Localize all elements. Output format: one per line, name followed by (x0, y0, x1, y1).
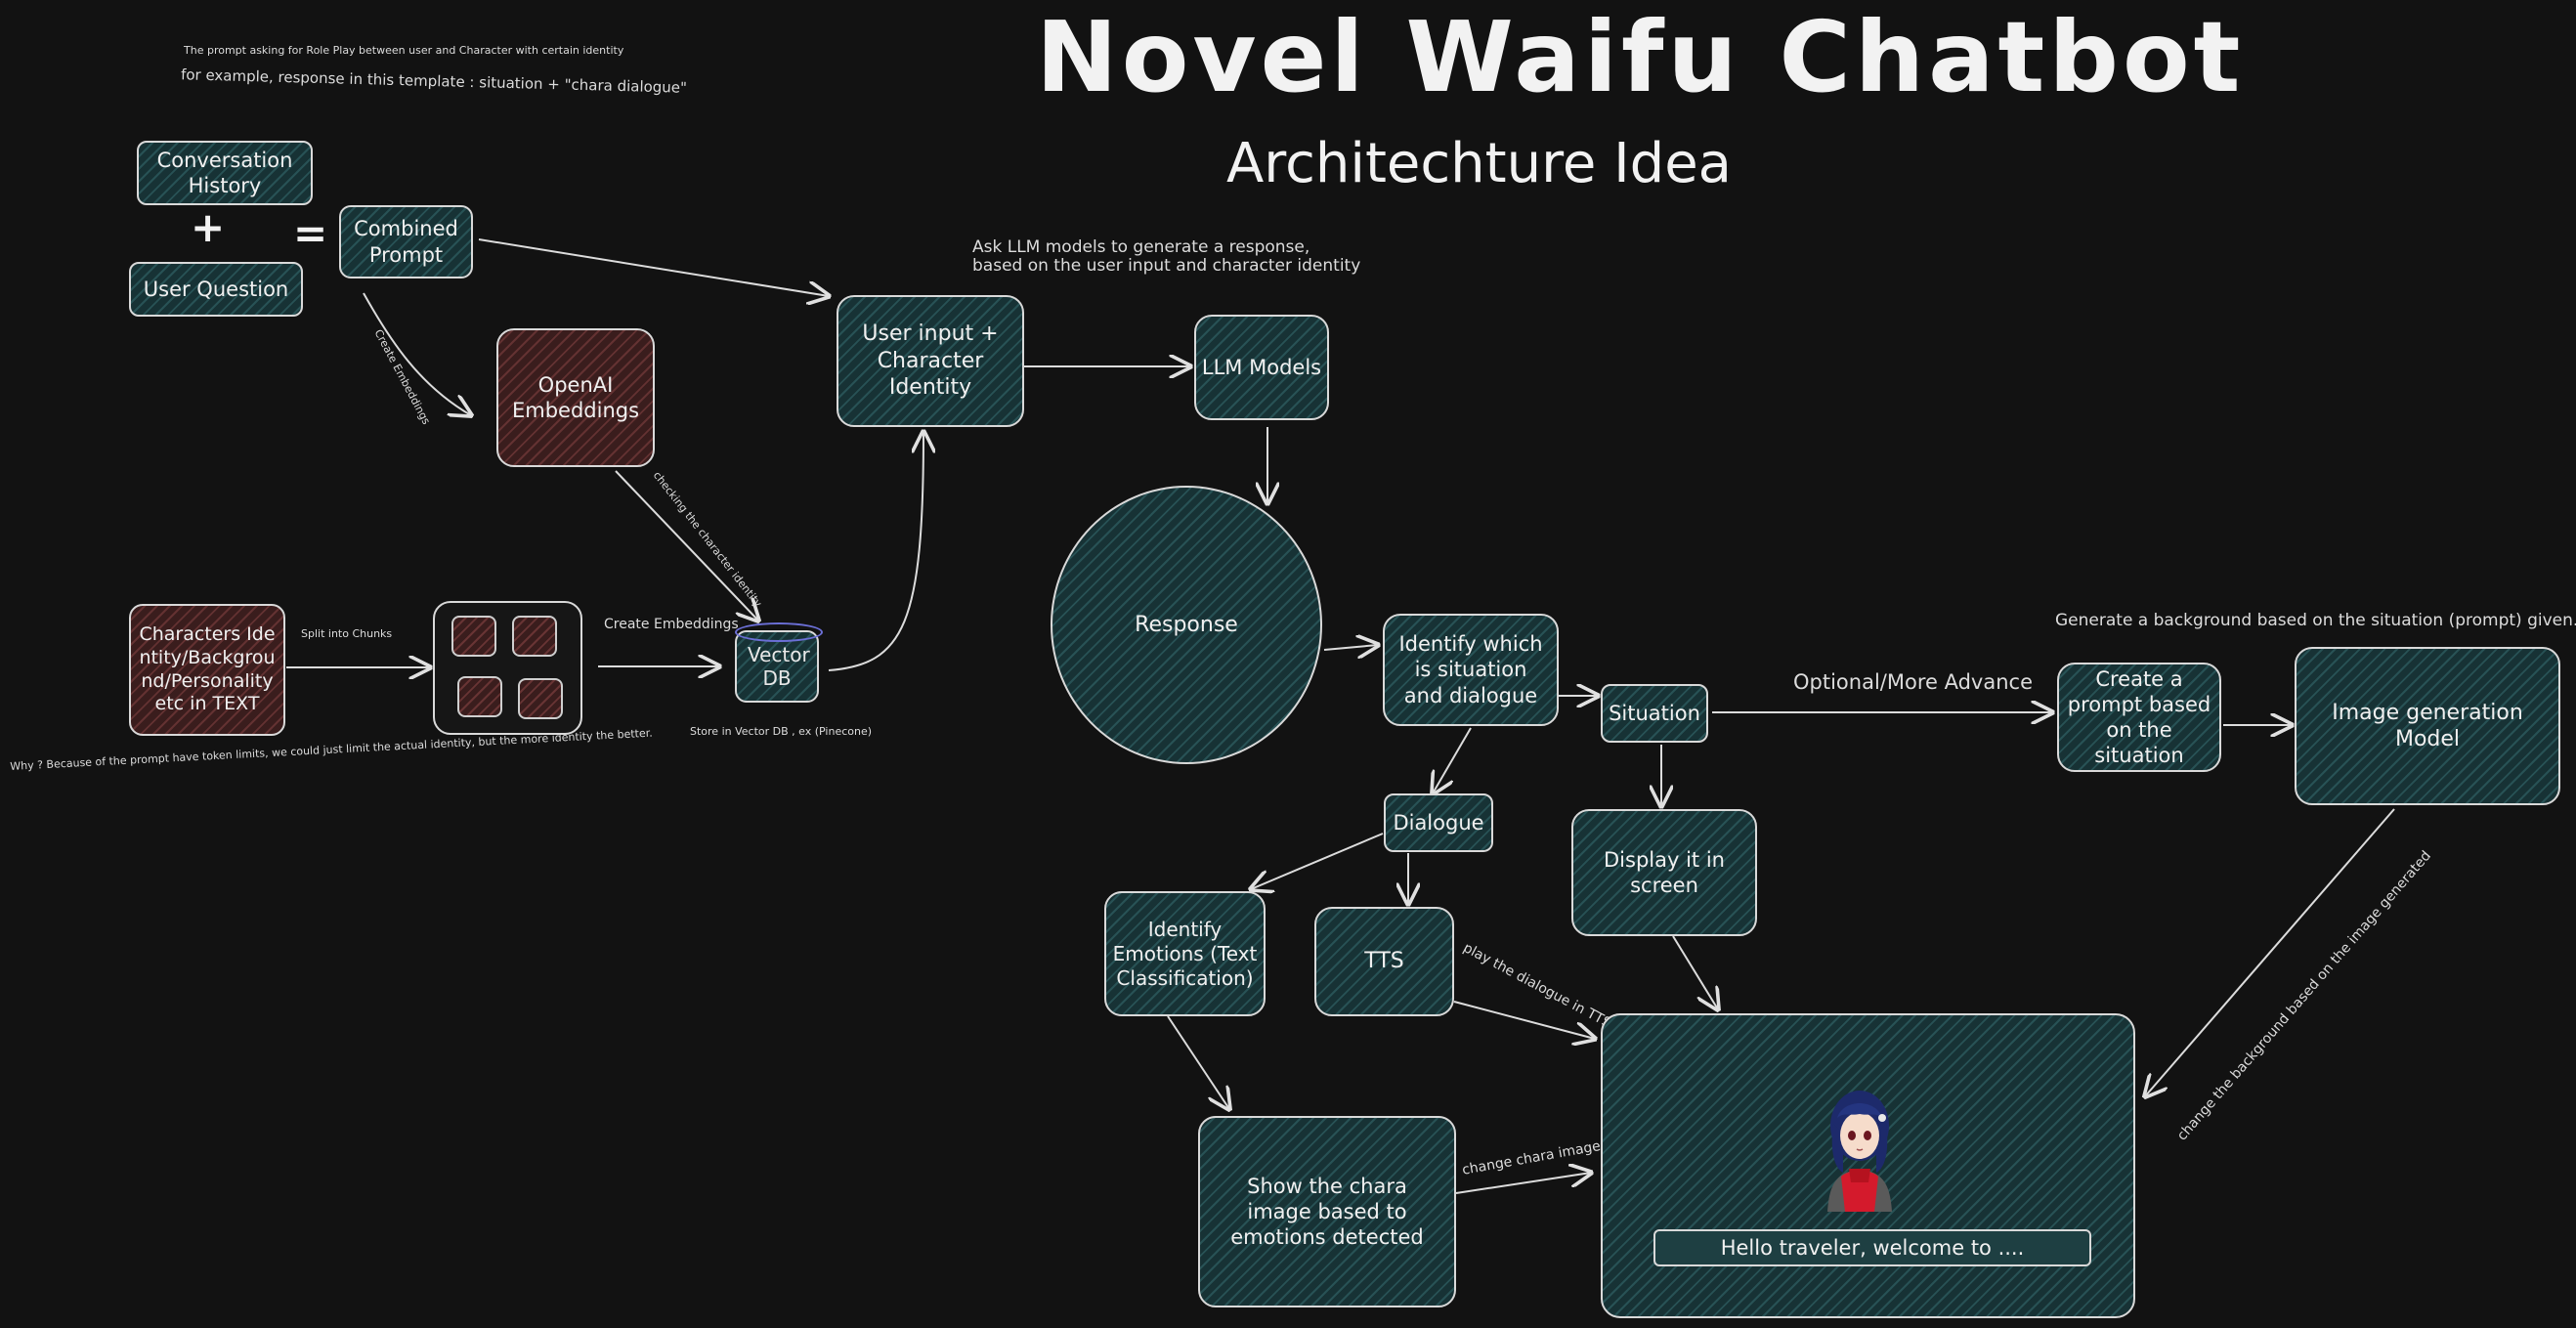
node-user-question: User Question (129, 262, 303, 317)
character-sprite-image (1827, 1091, 1892, 1212)
note-generate-background: Generate a background based on the situa… (2055, 611, 2576, 630)
diagram-title: Novel Waifu Chatbot (1036, 0, 2245, 114)
equals-operator: = (293, 209, 328, 257)
arrow-show-to-screen (1455, 1173, 1591, 1194)
node-openai-embeddings: OpenAI Embeddings (496, 328, 655, 467)
node-display-screen: Display it in screen (1571, 809, 1757, 936)
arrow-tts-to-screen (1453, 1001, 1595, 1039)
arrow-dialogue-to-emotions (1251, 833, 1384, 889)
node-identify-situation-dialogue: Identify which is situation and dialogue (1383, 614, 1559, 726)
plus-operator: + (191, 203, 226, 251)
vector-db-label: Vector DB (748, 643, 810, 690)
db-cylinder-top (735, 622, 823, 642)
node-conversation-history: Conversation History (137, 141, 313, 205)
node-response: Response (1051, 486, 1322, 764)
chunk-4 (518, 678, 563, 719)
arrow-response-to-identify (1323, 645, 1378, 650)
node-user-input-identity: User input + Character Identity (837, 295, 1024, 427)
note-split-chunks: Split into Chunks (301, 627, 393, 640)
arrow-display-to-screen (1672, 935, 1718, 1009)
arrow-prompt-to-embeddings (363, 292, 471, 415)
note-ask-llm-2: based on the user input and character id… (972, 256, 1361, 276)
node-create-prompt: Create a prompt based on the situation (2057, 663, 2221, 772)
dialog-text-bar: Hello traveler, welcome to .... (1653, 1229, 2091, 1266)
arrow-emotions-to-show (1167, 1015, 1229, 1109)
node-combined-prompt: Combined Prompt (339, 205, 473, 278)
node-characters-identity: Characters Identity/Background/Personali… (129, 604, 285, 736)
node-dialogue: Dialogue (1384, 793, 1493, 852)
arrow-identify-to-dialogue (1433, 727, 1472, 793)
diagram-subtitle: Architechture Idea (1226, 132, 1732, 195)
node-show-chara-image: Show the chara image based to emotions d… (1198, 1116, 1456, 1307)
arrow-imagegen-to-screen (2145, 808, 2395, 1096)
note-store-vector: Store in Vector DB , ex (Pinecone) (690, 725, 873, 738)
arrow-prompt-to-userinput (478, 238, 829, 296)
node-tts: TTS (1314, 907, 1454, 1016)
chunk-1 (451, 616, 496, 657)
node-situation: Situation (1601, 684, 1708, 743)
node-image-generation-model: Image generation Model (2295, 647, 2560, 805)
arrow-embeddings-to-db (615, 470, 758, 621)
screen-preview (1601, 1013, 2135, 1318)
node-llm-models: LLM Models (1194, 315, 1329, 420)
arrow-db-to-userinput (828, 432, 923, 671)
note-ask-llm-1: Ask LLM models to generate a response, (972, 237, 1310, 257)
chunk-3 (457, 676, 502, 717)
node-identify-emotions: Identify Emotions (Text Classification) (1104, 891, 1266, 1016)
note-optional: Optional/More Advance (1793, 670, 2033, 694)
note-prompt-intro: The prompt asking for Role Play between … (184, 44, 624, 57)
chunk-2 (512, 616, 557, 657)
note-create-embeddings-2: Create Embeddings (604, 617, 739, 632)
node-vector-db: Vector DB (735, 622, 823, 703)
